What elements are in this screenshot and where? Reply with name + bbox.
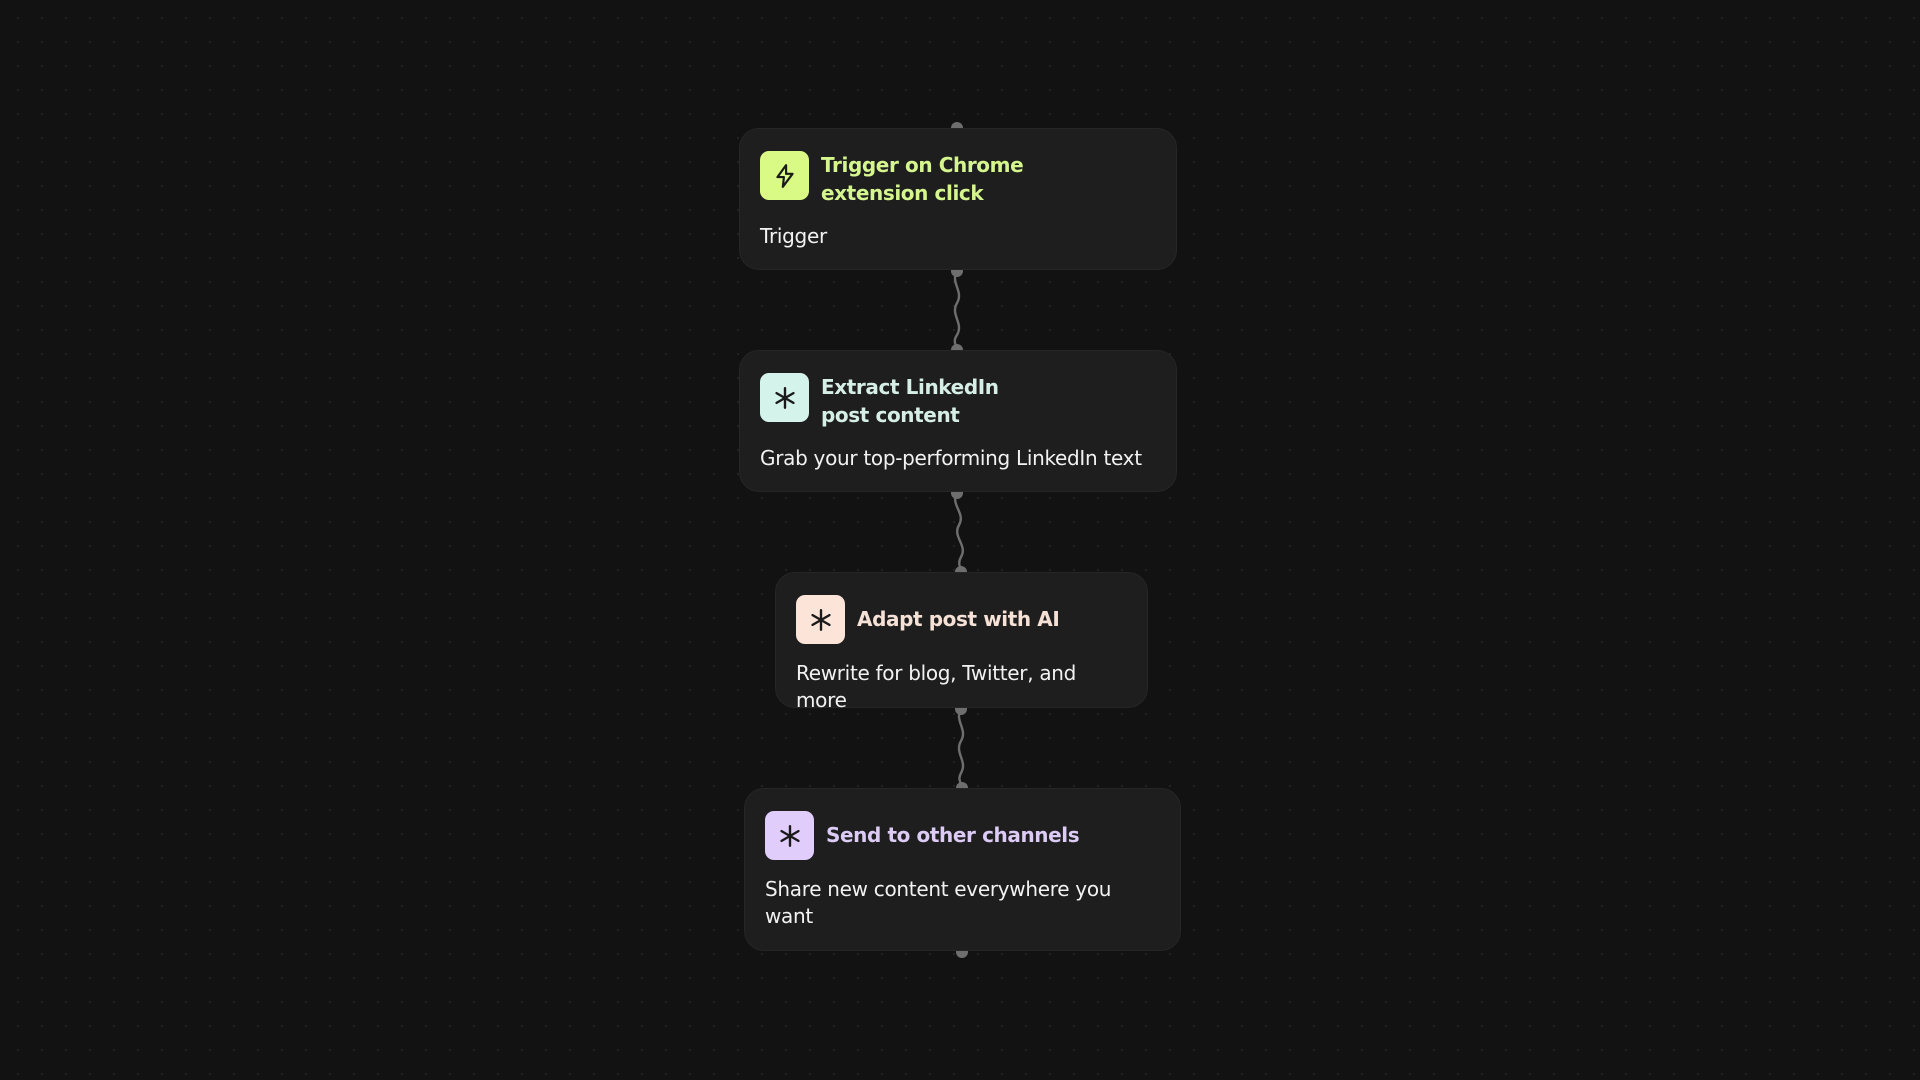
node-trigger[interactable]: Trigger on Chrome extension click Trigge… [739, 128, 1177, 270]
node-title: Send to other channels [826, 823, 1080, 847]
connector-line [954, 491, 964, 574]
asterisk-icon [779, 824, 800, 847]
node-description: Trigger [760, 224, 827, 248]
node-title: Extract LinkedIn post content [821, 375, 999, 427]
connector-line [957, 707, 965, 790]
node-title: Adapt post with AI [857, 607, 1060, 631]
node-extract[interactable]: Extract LinkedIn post content Grab your … [739, 350, 1177, 492]
node-icon-tile [796, 595, 845, 644]
node-description: Grab your top-performing LinkedIn text [760, 446, 1142, 470]
node-header: Trigger on Chrome extension click [760, 151, 1156, 207]
connector-adapt-to-send [957, 707, 965, 790]
node-header: Extract LinkedIn post content [760, 373, 1156, 429]
node-adapt[interactable]: Adapt post with AI Rewrite for blog, Twi… [775, 572, 1148, 712]
node-description: Rewrite for blog, Twitter, and more [796, 661, 1077, 712]
node-icon-tile [760, 151, 809, 200]
connector-trigger-to-extract [953, 269, 961, 352]
node-title: Trigger on Chrome extension click [821, 153, 1024, 205]
node-description: Share new content everywhere you want [765, 877, 1112, 928]
connector-extract-to-adapt [954, 491, 964, 574]
asterisk-icon [774, 386, 795, 409]
node-icon-tile [765, 811, 814, 860]
node-icon-tile [760, 373, 809, 422]
lightning-bolt-icon [775, 163, 794, 188]
node-send[interactable]: Send to other channels Share new content… [744, 788, 1181, 951]
node-header: Send to other channels [765, 811, 1160, 860]
node-header: Adapt post with AI [796, 595, 1127, 644]
connector-line [953, 269, 961, 352]
asterisk-icon [810, 608, 831, 631]
